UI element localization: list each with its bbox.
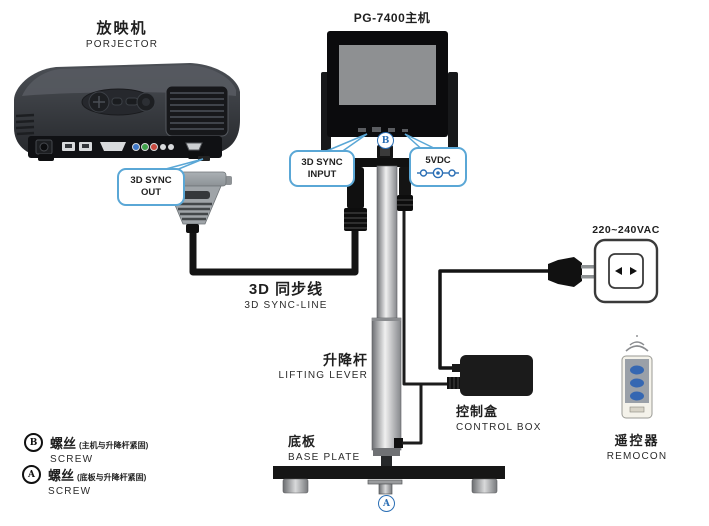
projector-graphic — [14, 63, 240, 161]
legend-a-note-cn: (底板与升降杆紧固) — [77, 473, 147, 482]
lifting-lever-label: 升降杆 LIFTING LEVER — [258, 352, 368, 382]
signal-waves-icon — [625, 335, 649, 352]
callout-3d-sync-out-line1: 3D SYNC — [130, 175, 172, 187]
screw-marker-b-diagram: B — [377, 132, 394, 149]
sync-cable-label-cn: 3D 同步线 — [248, 281, 324, 298]
callout-3d-sync-input: 3D SYNC INPUT — [289, 150, 355, 187]
control-box-label: 控制盒 CONTROL BOX — [456, 404, 542, 433]
main-unit-title: PG-7400主机 — [353, 11, 431, 25]
sync-cable-label: 3D 同步线 3D SYNC-LINE — [216, 281, 356, 312]
lifting-lever-label-cn: 升降杆 — [323, 352, 368, 368]
projector-title-cn: 放映机 — [96, 20, 148, 37]
callout-3d-sync-out: 3D SYNC OUT — [117, 168, 185, 206]
legend-b-name-cn: 螺丝 — [50, 436, 77, 451]
legend-b-note-cn: (主机与升降杆紧固) — [79, 441, 149, 450]
control-box-label-en: CONTROL BOX — [456, 421, 542, 433]
lifting-lever-label-en: LIFTING LEVER — [278, 370, 368, 382]
control-box-label-cn: 控制盒 — [456, 404, 499, 419]
legend-row-screw-b: B 螺丝(主机与升降杆紧固) SCREW — [24, 433, 148, 465]
legend-a-name-en: SCREW — [48, 486, 92, 497]
5vdc-polarity-icon — [417, 168, 459, 179]
ac-plug — [548, 257, 594, 287]
legend-a-line1: 螺丝(底板与升降杆紧固) — [48, 465, 146, 485]
callout-3d-sync-input-line1: 3D SYNC — [301, 156, 343, 168]
legend-a-name-cn: 螺丝 — [48, 468, 75, 483]
callout-3d-sync-input-line2: INPUT — [307, 168, 337, 180]
callout-3d-sync-out-line2: OUT — [140, 187, 162, 198]
power-cable-5vdc — [402, 211, 450, 445]
remocon-label-cn: 遥控器 — [614, 433, 660, 448]
remocon-label-en: REMOCON — [606, 450, 668, 462]
projector-title: 放映机 PORJECTOR — [47, 20, 197, 51]
base-plate-label-cn: 底板 — [288, 434, 317, 449]
sync-cable-wire — [189, 226, 359, 276]
screw-marker-a-diagram: A — [378, 495, 395, 512]
legend-row-screw-a: A 螺丝(底板与升降杆紧固) SCREW — [22, 465, 146, 497]
legend-marker-b: B — [24, 433, 43, 452]
legend-text-a: 螺丝(底板与升降杆紧固) SCREW — [48, 465, 146, 497]
lifting-pole — [371, 165, 403, 467]
crossbar — [298, 145, 412, 167]
main-unit-monitor — [327, 31, 448, 137]
wall-outlet — [593, 238, 659, 304]
projector-title-en: PORJECTOR — [85, 39, 159, 51]
remote-control-graphic — [621, 335, 653, 419]
base-plate-label: 底板 BASE PLATE — [288, 434, 361, 463]
callout-5vdc-text: 5VDC — [425, 154, 451, 166]
base-plate-label-en: BASE PLATE — [288, 451, 361, 463]
legend-b-line1: 螺丝(主机与升降杆紧固) — [50, 433, 148, 453]
control-box-graphic — [447, 355, 533, 396]
sync-cable-label-en: 3D SYNC-LINE — [244, 300, 328, 312]
legend-marker-a: A — [22, 465, 41, 484]
base-plate-graphic — [273, 466, 505, 495]
legend-text-b: 螺丝(主机与升降杆紧固) SCREW — [50, 433, 148, 465]
power-plug-5vdc — [397, 167, 413, 211]
ac-power-cable — [438, 269, 548, 370]
legend-b-name-en: SCREW — [50, 454, 94, 465]
outlet-voltage-label: 220~240VAC — [592, 224, 660, 236]
callout-5vdc: 5VDC — [409, 147, 467, 187]
remocon-label: 遥控器 REMOCON — [587, 433, 687, 462]
